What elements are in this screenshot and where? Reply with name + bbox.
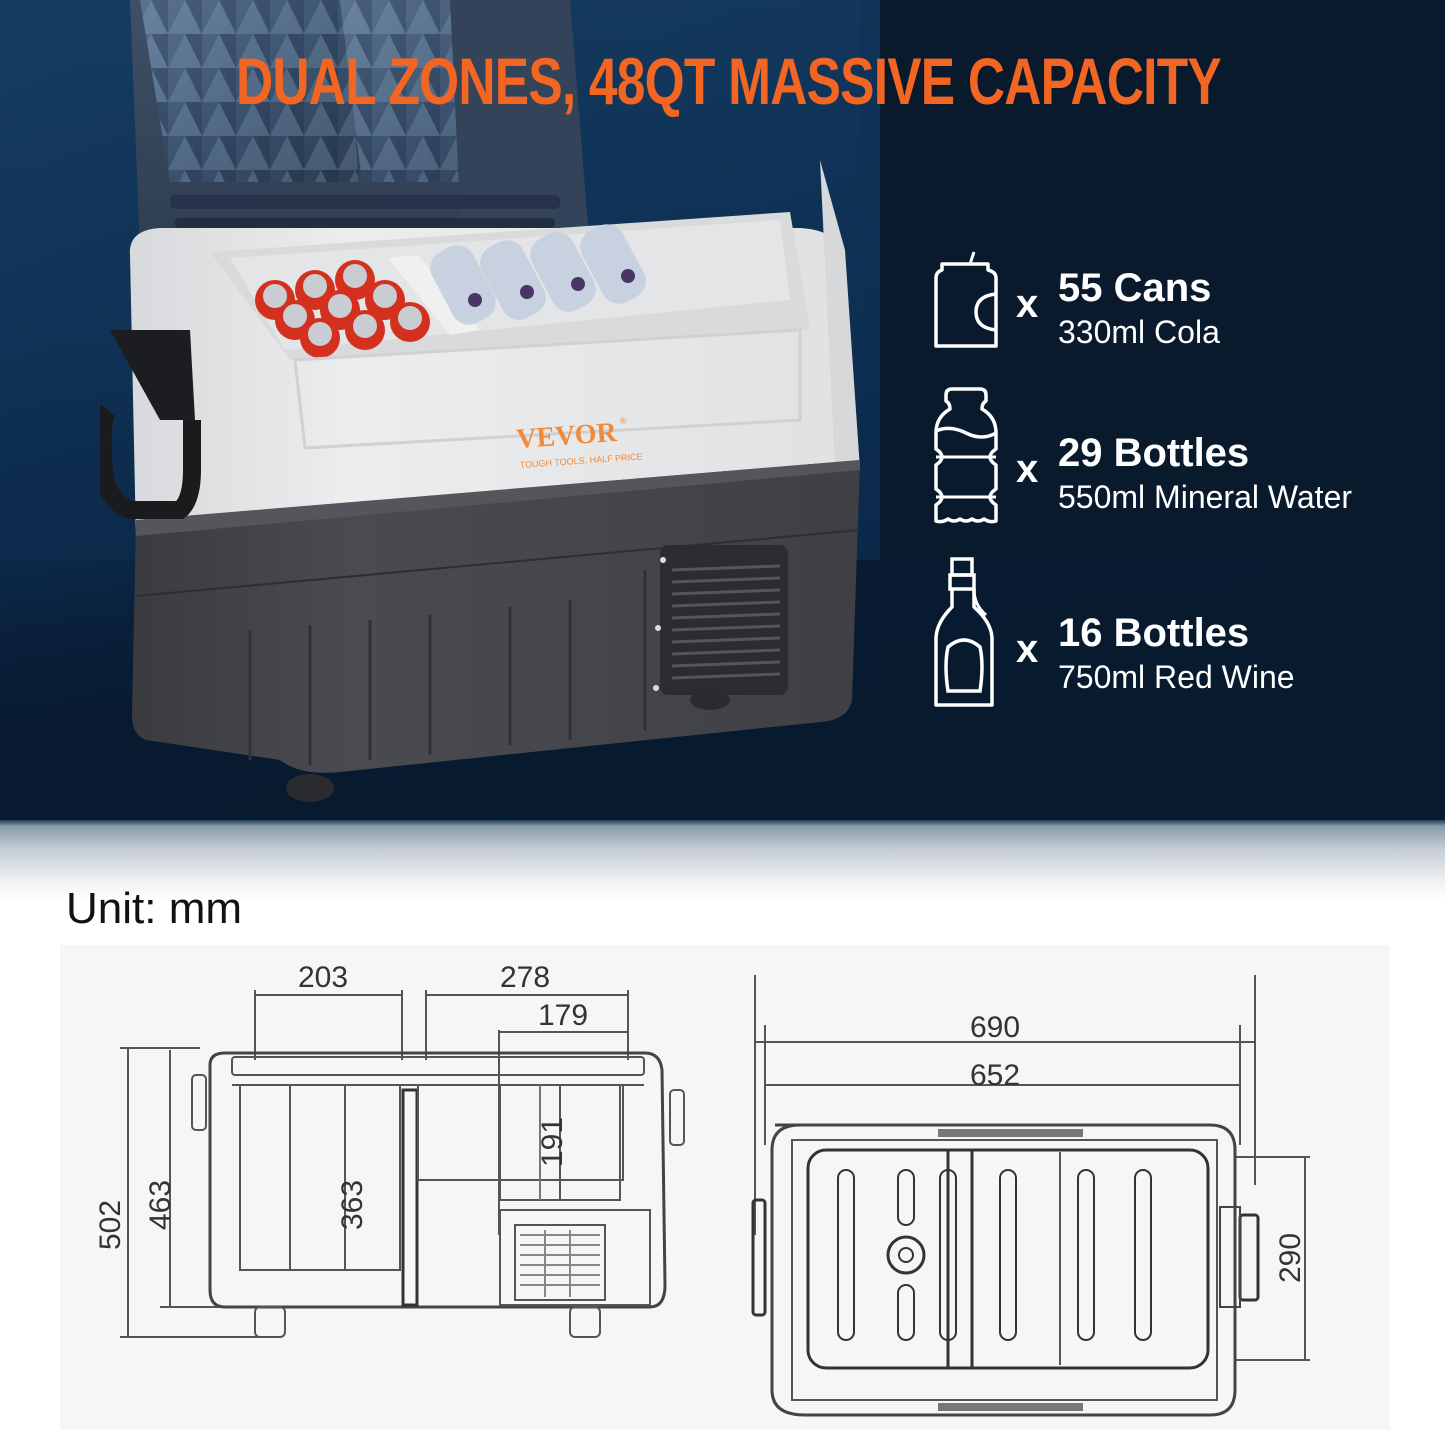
top-view-drawing bbox=[751, 975, 1310, 1417]
dim-body-height: 463 bbox=[144, 1180, 177, 1230]
capacity-item-wine-bottles: x 16 Bottles 750ml Red Wine bbox=[930, 555, 1430, 715]
vent-grille bbox=[653, 545, 788, 695]
wine-bottle-icon bbox=[934, 557, 994, 707]
hero-banner: VEVOR ® TOUGH TOOLS, HALF PRICE bbox=[0, 0, 1445, 822]
dim-body-length: 652 bbox=[970, 1059, 1020, 1092]
dim-width: 290 bbox=[1274, 1233, 1307, 1283]
section-fade bbox=[0, 820, 1445, 900]
side-handle bbox=[100, 330, 201, 519]
can-icon bbox=[934, 251, 998, 348]
water-bottle-icon bbox=[934, 387, 998, 524]
headline: DUAL ZONES, 48QT MASSIVE CAPACITY bbox=[236, 44, 1222, 118]
dim-right-zone-width: 278 bbox=[500, 961, 550, 994]
multiplier-x: x bbox=[1016, 282, 1039, 326]
capacity-count: 16 Bottles bbox=[1058, 611, 1250, 655]
svg-text:VEVOR: VEVOR bbox=[515, 417, 618, 455]
dimension-diagram-panel: 203 278 179 502 463 363 191 bbox=[60, 945, 1390, 1430]
unit-label: Unit: mm bbox=[66, 884, 242, 933]
multiplier-x: x bbox=[1016, 627, 1039, 671]
capacity-description: 330ml Cola bbox=[1058, 314, 1220, 350]
fridge-product-image: VEVOR ® TOUGH TOOLS, HALF PRICE bbox=[100, 0, 861, 802]
dim-left-zone-depth: 363 bbox=[336, 1180, 369, 1230]
multiplier-x: x bbox=[1016, 447, 1039, 491]
capacity-count: 29 Bottles bbox=[1058, 431, 1250, 475]
capacity-item-water-bottles: x 29 Bottles 550ml Mineral Water bbox=[930, 385, 1430, 545]
capacity-description: 550ml Mineral Water bbox=[1058, 479, 1353, 515]
dim-total-length: 690 bbox=[970, 1011, 1020, 1044]
dim-right-zone-inner-width: 179 bbox=[538, 999, 588, 1032]
dimension-drawings: 203 278 179 502 463 363 191 bbox=[94, 961, 1310, 1417]
capacity-item-cans: x 55 Cans 330ml Cola bbox=[930, 250, 1430, 410]
svg-text:®: ® bbox=[619, 416, 627, 426]
front-view-drawing bbox=[120, 990, 685, 1338]
capacity-count: 55 Cans bbox=[1058, 266, 1212, 310]
dim-left-zone-width: 203 bbox=[298, 961, 348, 994]
dim-right-zone-depth: 191 bbox=[536, 1117, 569, 1167]
capacity-description: 750ml Red Wine bbox=[1058, 659, 1295, 695]
dim-total-height: 502 bbox=[94, 1200, 127, 1250]
